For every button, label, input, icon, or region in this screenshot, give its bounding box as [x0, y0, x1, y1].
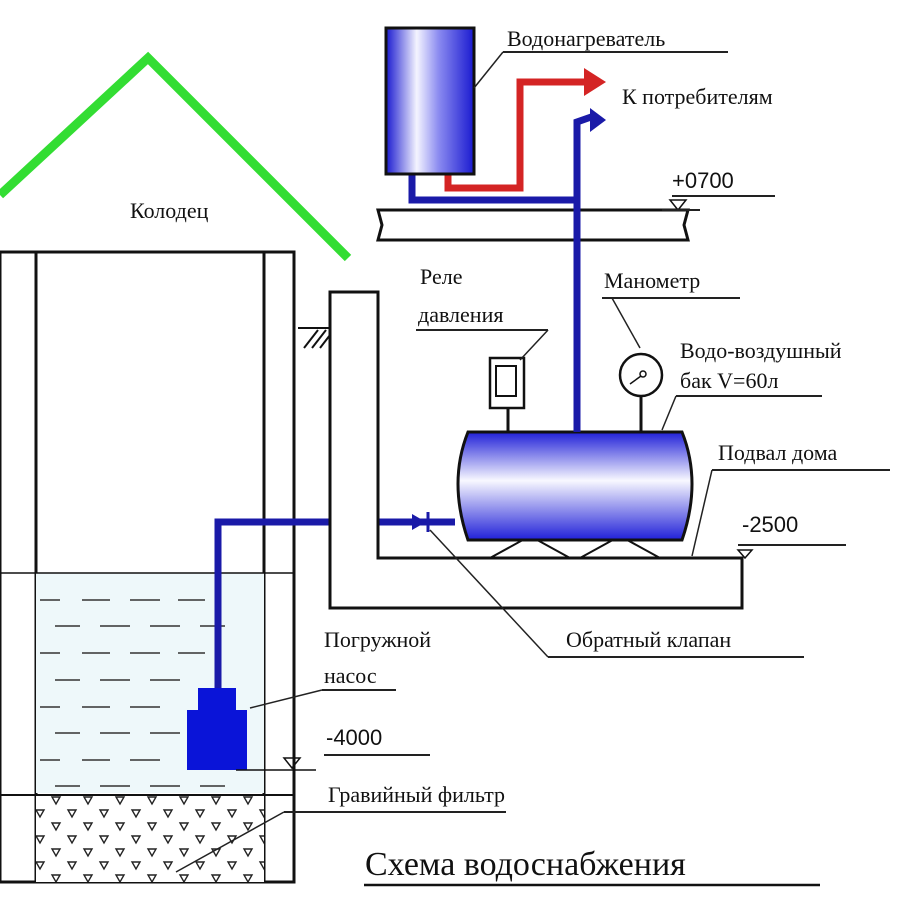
to-consumers-label: К потребителям: [622, 84, 773, 109]
elevation-marker-icon: [736, 549, 754, 560]
ground-hatch: [298, 327, 331, 349]
diagram-title: Схема водоснабжения: [365, 846, 686, 883]
hot-pipe: [444, 78, 590, 192]
cold-pipe-heater: [408, 165, 577, 204]
elevation-basement-floor: -2500: [742, 512, 798, 537]
elevation-heater-floor: +0700: [672, 168, 734, 193]
pressure-relay-label-2: давления: [418, 302, 503, 327]
hot-arrow-icon: [584, 68, 606, 96]
floor-slab: [376, 208, 690, 242]
check-valve-label: Обратный клапан: [566, 627, 731, 652]
pressure-tank: [456, 430, 694, 542]
well-label: Колодец: [130, 198, 209, 223]
check-valve-icon: [412, 512, 430, 532]
roof-line: [0, 51, 352, 262]
well-wall-left: [0, 250, 38, 884]
tank-label-1: Водо-воздушный: [680, 338, 842, 363]
well-wall-right: [262, 250, 296, 884]
tank-label-2: бак V=60л: [680, 368, 778, 393]
gravel-filter-label: Гравийный фильтр: [328, 782, 505, 807]
cold-arrow-icon: [590, 108, 606, 132]
elevation-marker-icon: [668, 199, 688, 212]
elevation-pump-level: -4000: [326, 725, 382, 750]
basement-label: Подвал дома: [718, 440, 838, 465]
manometer-label: Манометр: [604, 268, 700, 293]
elevation-marker-icon: [282, 757, 302, 770]
submersible-pump: [187, 710, 247, 770]
pressure-relay-label-1: Реле: [420, 264, 462, 289]
pump-head: [198, 688, 236, 712]
water-heater: [384, 26, 476, 176]
manometer-gauge-icon: [618, 352, 664, 398]
cold-pipe-riser: [573, 112, 596, 432]
pump-label-2: насос: [324, 663, 377, 688]
basement-wall: [328, 290, 744, 610]
pump-label-1: Погружной: [324, 627, 431, 652]
water-heater-label: Водонагреватель: [507, 26, 665, 51]
gravel-filter-layer: [36, 795, 264, 882]
